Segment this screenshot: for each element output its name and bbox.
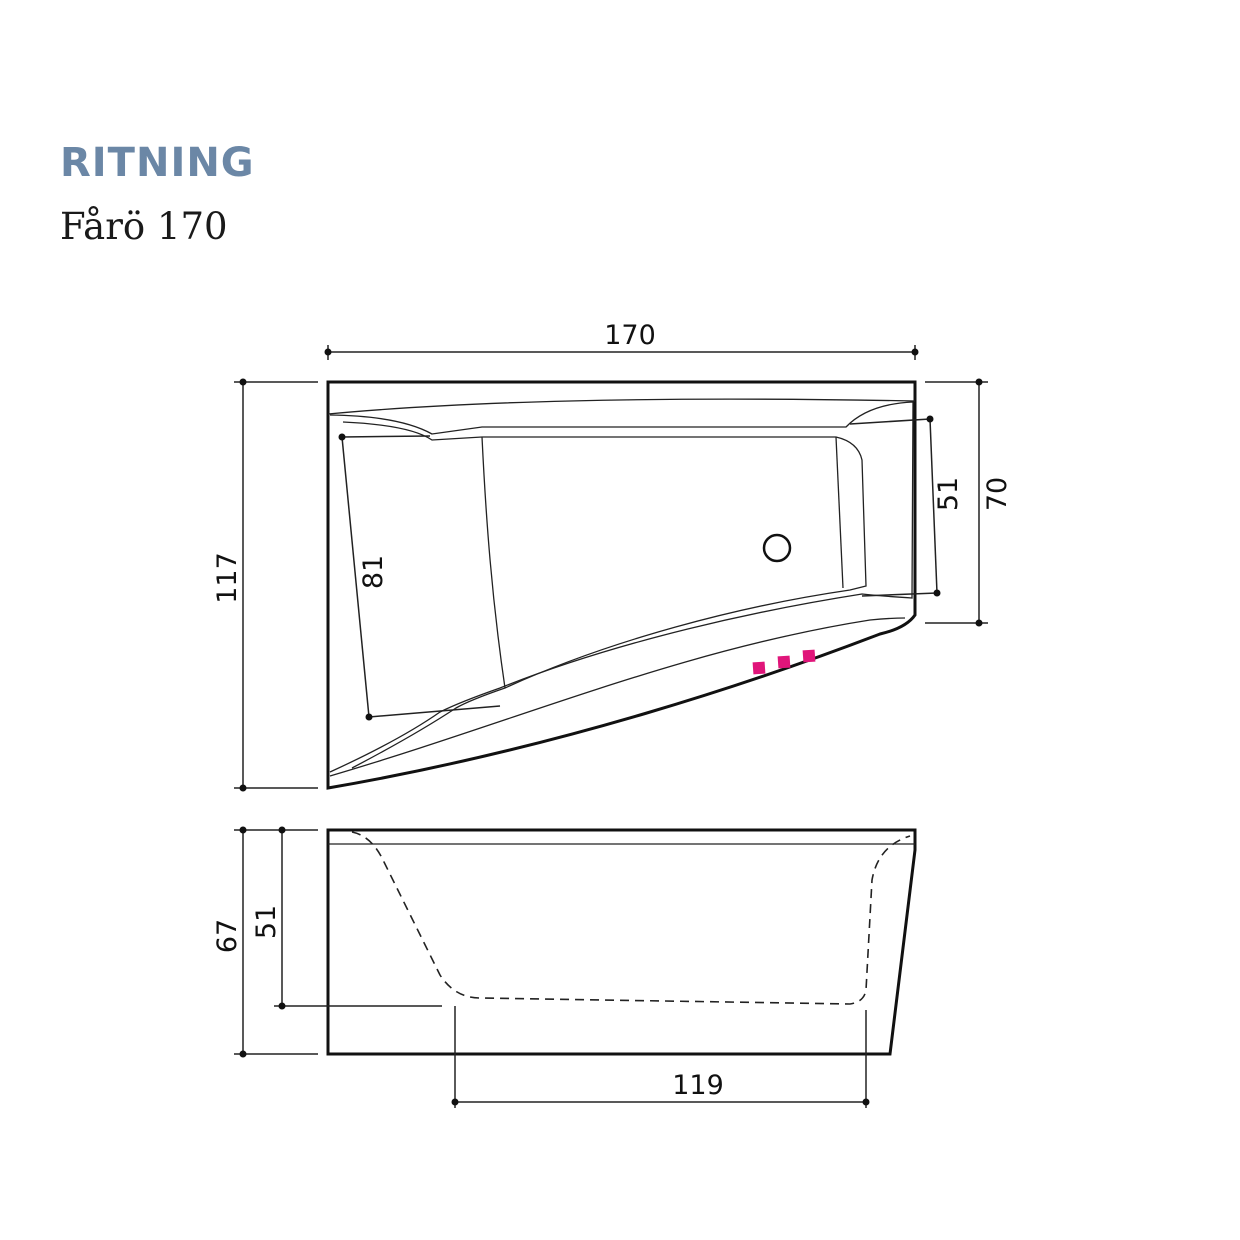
top-view-outline — [326, 380, 917, 790]
dimension-51-side: 51 — [251, 826, 442, 1010]
dimension-117-label: 117 — [212, 552, 243, 604]
dimension-70: 70 — [925, 378, 1013, 627]
side-view-outline — [326, 828, 917, 1056]
basin-inner-edge — [342, 421, 867, 769]
page-title: RITNING — [60, 140, 255, 186]
control-buttons-icon — [752, 649, 816, 675]
dimension-51-top-label: 51 — [933, 477, 964, 511]
product-name: Fårö 170 — [60, 205, 228, 248]
apron-top-band — [329, 617, 906, 777]
top-rim-line — [327, 398, 916, 415]
basin-outer-edge — [329, 401, 914, 773]
side-view: 67 51 119 — [212, 826, 917, 1108]
dimension-81: 81 — [338, 433, 501, 721]
top-view: 170 117 81 51 — [212, 320, 1013, 792]
dimension-70-label: 70 — [982, 477, 1013, 511]
hidden-basin-line — [351, 831, 911, 1005]
foot-end-line — [835, 436, 844, 589]
dimension-170: 170 — [324, 320, 919, 360]
backrest-line — [481, 436, 506, 689]
dimension-119-label: 119 — [672, 1070, 724, 1101]
dimension-117: 117 — [212, 378, 318, 792]
dimension-81-label: 81 — [358, 555, 389, 589]
dimension-67: 67 — [212, 826, 318, 1058]
dimension-170-label: 170 — [604, 320, 656, 351]
dimension-51-side-label: 51 — [251, 905, 282, 939]
dimension-51-top: 51 — [849, 415, 964, 597]
dimension-67-label: 67 — [212, 919, 243, 953]
dimension-119: 119 — [451, 1006, 870, 1108]
drain-icon — [762, 533, 792, 563]
